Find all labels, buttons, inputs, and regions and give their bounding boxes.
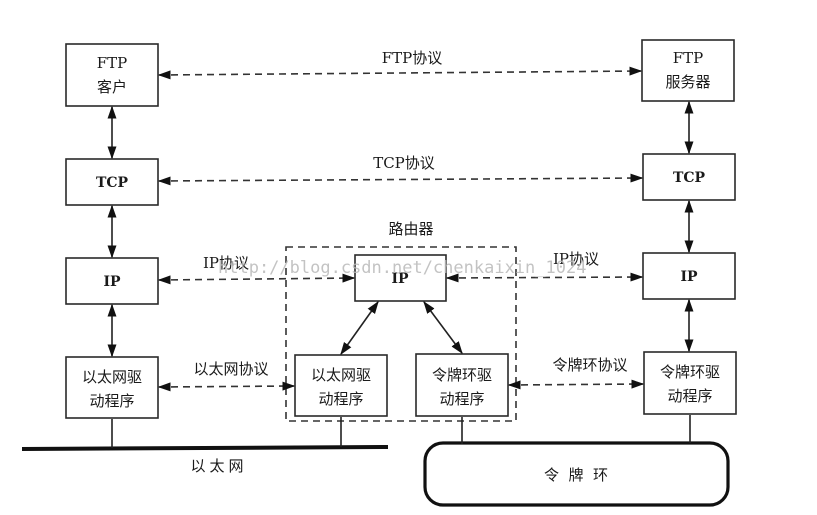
- arrow-router-ip-tr: [423, 300, 463, 355]
- eth-driver-router-line2: 动程序: [318, 390, 363, 408]
- ftp-client-line2: 客户: [97, 78, 127, 96]
- tr-driver-router-line2: 动程序: [439, 390, 484, 408]
- ftp-protocol-label: FTP协议: [382, 49, 443, 67]
- ftp-server-line1: FTP: [673, 49, 704, 67]
- ethernet-protocol-label: 以太网协议: [193, 360, 268, 378]
- ethernet-bus-label: 以太网: [190, 457, 247, 475]
- arrow-router-ip-eth: [340, 300, 379, 356]
- router-label: 路由器: [388, 220, 433, 238]
- tcp-protocol-label: TCP协议: [373, 154, 435, 172]
- tr-driver-router-line1: 令牌环驱: [432, 366, 492, 384]
- ethernet-bus: [21, 445, 389, 451]
- token-ring-driver-right-box: 令牌环驱 动程序: [643, 351, 737, 415]
- tcp-right-label: TCP: [673, 170, 706, 186]
- tcp-protocol-arrow: [157, 173, 644, 186]
- tcp-left-box: TCP: [65, 158, 159, 206]
- ftp-protocol-arrow: [157, 66, 643, 80]
- ftp-server-line2: 服务器: [665, 73, 710, 91]
- ip-protocol-left-arrow: [157, 273, 356, 285]
- router-boundary: [285, 246, 517, 422]
- ethernet-driver-left-box: 以太网驱 动程序: [65, 356, 159, 419]
- eth-driver-router-line1: 以太网驱: [311, 366, 371, 384]
- ip-protocol-right-label: IP协议: [553, 250, 599, 268]
- ip-left-label: IP: [103, 274, 121, 290]
- ip-router-label: IP: [391, 271, 409, 287]
- tr-driver-right-line1: 令牌环驱: [660, 363, 720, 381]
- tcp-left-label: TCP: [96, 175, 129, 191]
- token-ring-driver-router-box: 令牌环驱 动程序: [415, 353, 509, 417]
- ftp-server-box: FTP 服务器: [641, 39, 735, 102]
- ethernet-driver-router-box: 以太网驱 动程序: [294, 354, 388, 417]
- ip-right-box: IP: [642, 252, 736, 300]
- tcp-right-box: TCP: [642, 153, 736, 201]
- token-ring-label: 令 牌 环: [544, 466, 608, 484]
- ip-protocol-right-arrow: [445, 272, 644, 283]
- ip-left-box: IP: [65, 257, 159, 305]
- watermark: http://blog.csdn.net/chenkaixin_1024: [218, 258, 586, 278]
- ftp-client-line1: FTP: [97, 54, 128, 72]
- eth-driver-left-line1: 以太网驱: [82, 368, 142, 386]
- ip-protocol-left-label: IP协议: [203, 254, 249, 272]
- token-ring-protocol-arrow: [507, 379, 645, 390]
- eth-driver-left-line2: 动程序: [89, 392, 134, 410]
- ethernet-protocol-arrow: [157, 381, 296, 392]
- token-ring: [423, 441, 730, 507]
- ftp-client-box: FTP 客户: [65, 43, 159, 107]
- token-ring-protocol-label: 令牌环协议: [552, 356, 627, 374]
- ip-right-label: IP: [680, 269, 698, 285]
- tr-driver-right-line2: 动程序: [667, 387, 712, 405]
